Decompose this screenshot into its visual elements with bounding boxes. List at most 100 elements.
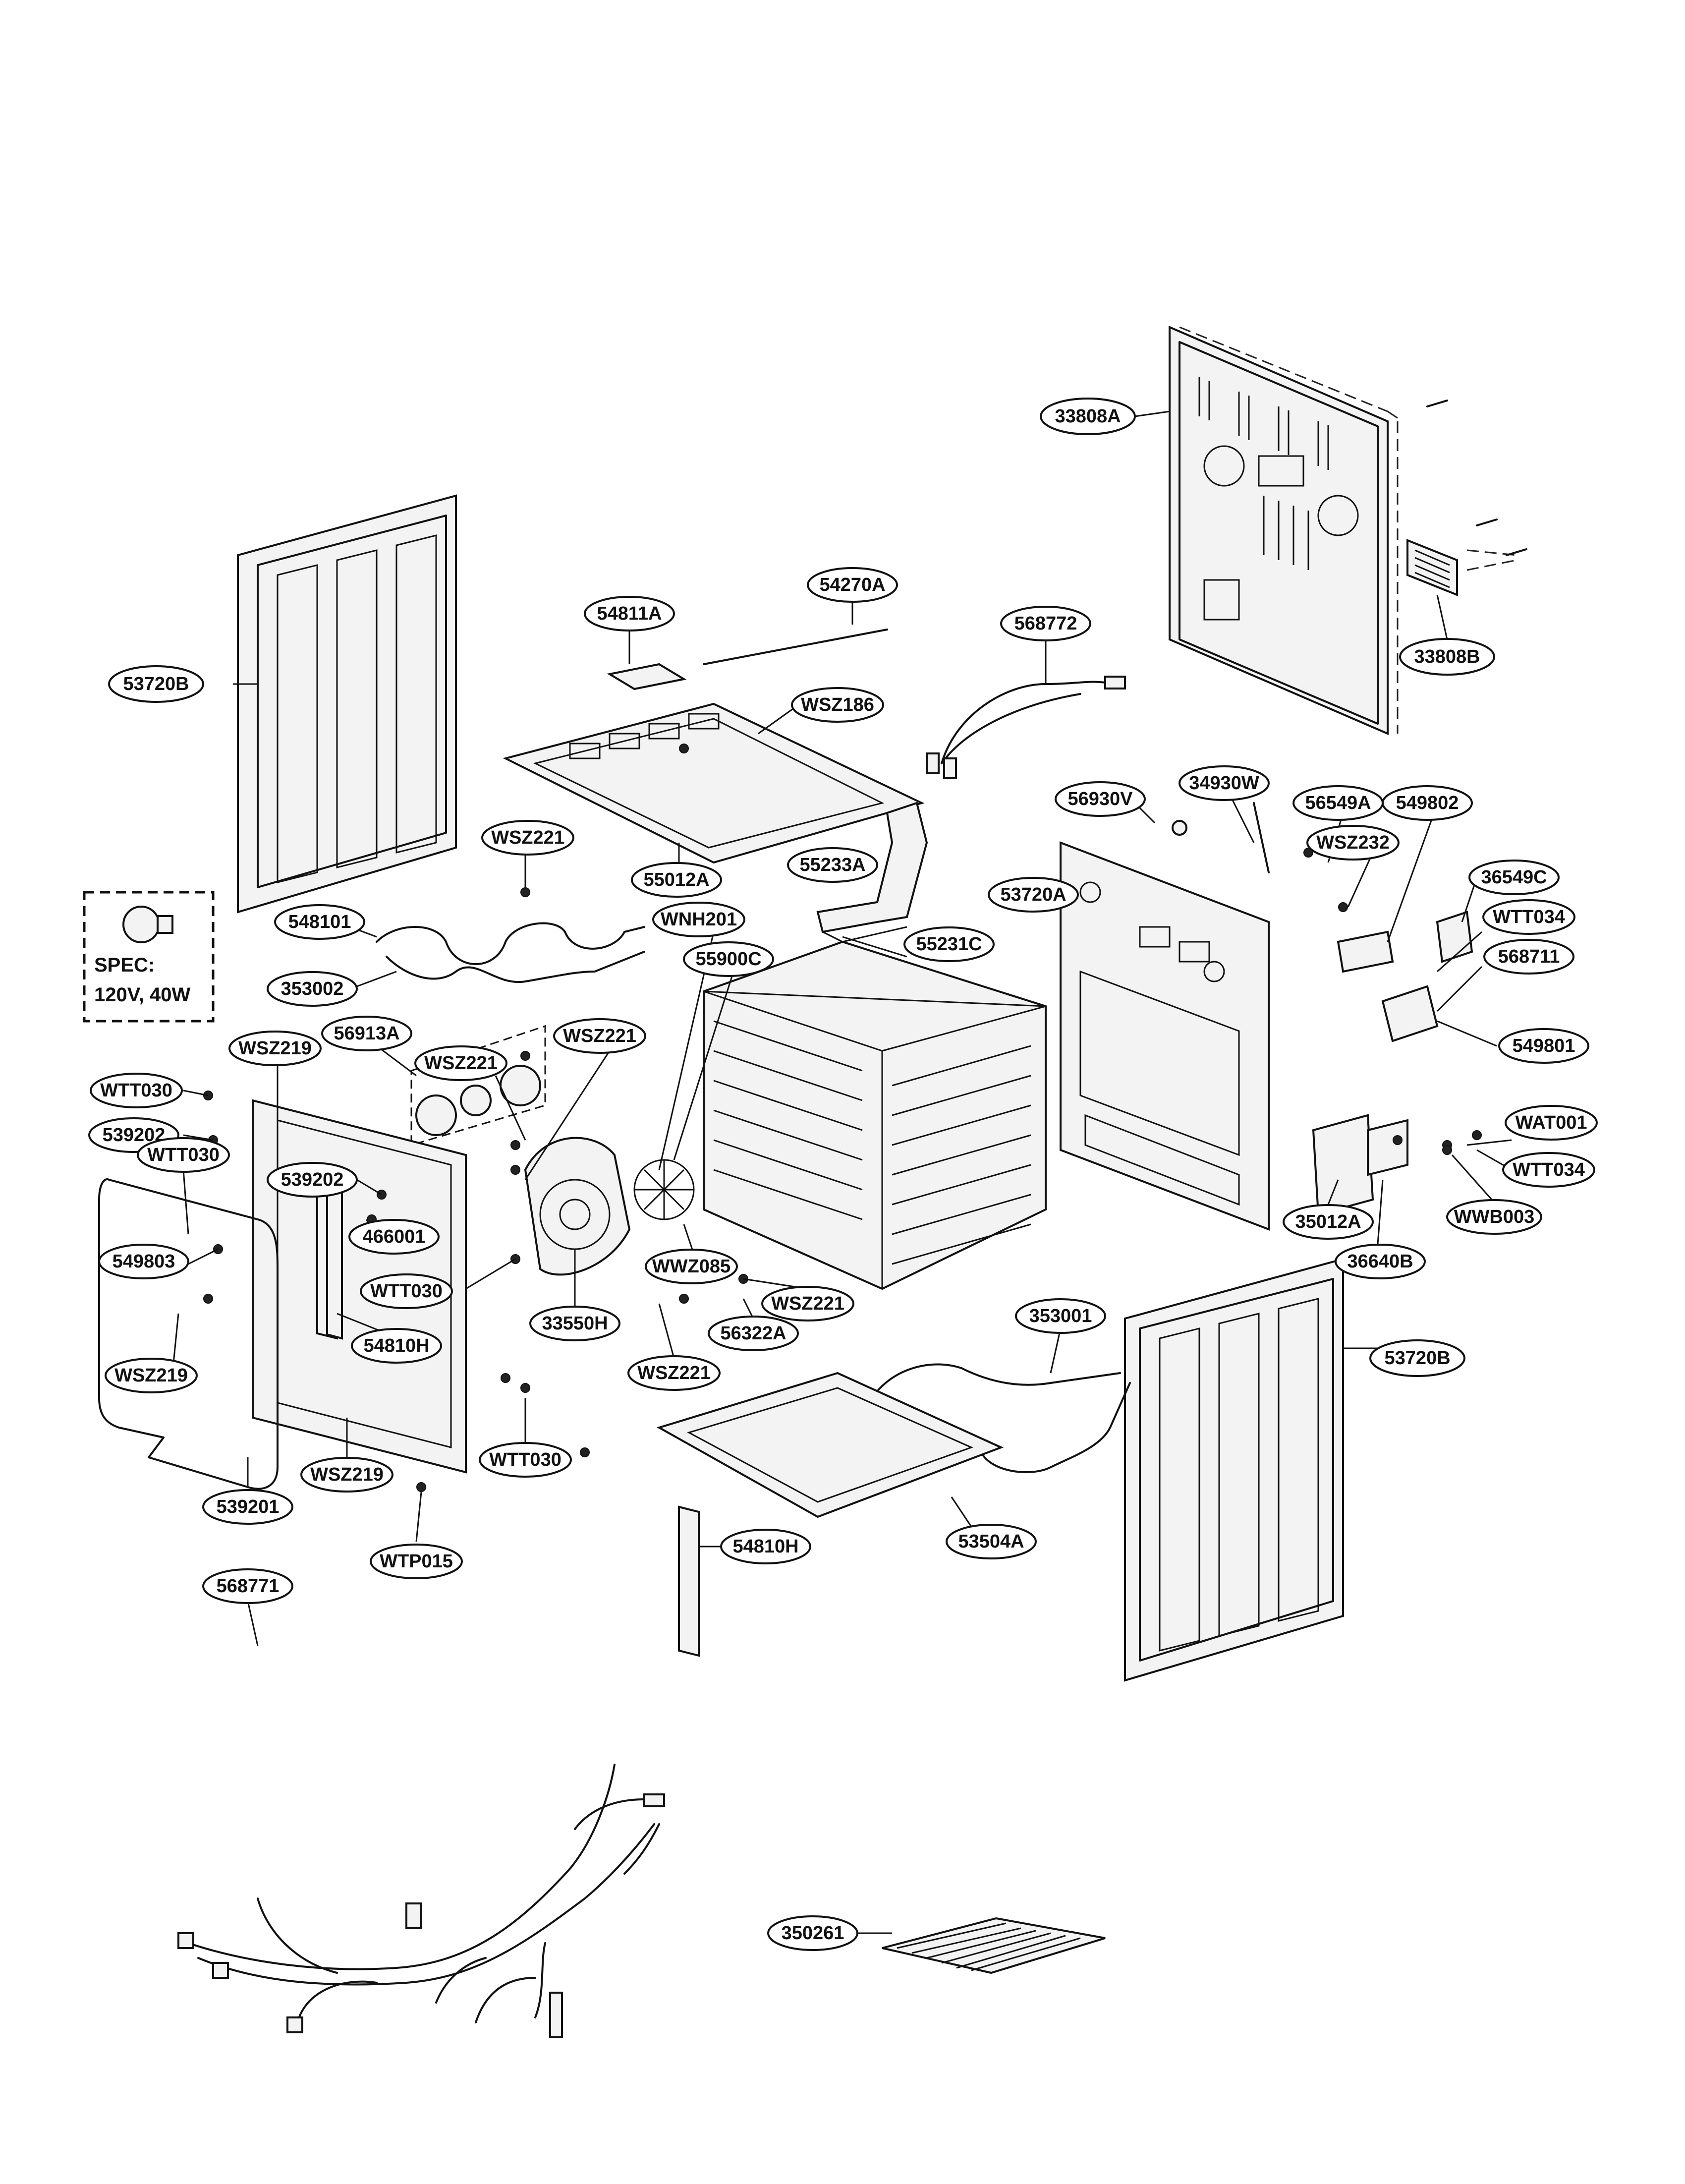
callout-wsz221-low1[interactable]: WSZ221 [761, 1286, 854, 1322]
callout-539201[interactable]: 539201 [202, 1489, 293, 1525]
callout-34930w[interactable]: 34930W [1179, 765, 1270, 801]
callout-353002[interactable]: 353002 [267, 971, 358, 1007]
callout-55012a[interactable]: 55012A [631, 862, 722, 898]
svg-text:WTT034: WTT034 [1493, 907, 1565, 927]
svg-text:WTT030: WTT030 [147, 1145, 220, 1165]
gasket-539201 [98, 1178, 279, 1490]
side-panel-right-53720b [1124, 1258, 1344, 1682]
callout-568771[interactable]: 568771 [202, 1568, 293, 1604]
callout-wsz221-mid1[interactable]: WSZ221 [414, 1045, 507, 1081]
callout-53720a[interactable]: 53720A [988, 877, 1079, 913]
front-frame-53720a [1060, 841, 1270, 1231]
callout-wat001[interactable]: WAT001 [1505, 1105, 1598, 1141]
callout-56322a[interactable]: 56322A [708, 1316, 799, 1351]
svg-text:353001: 353001 [1029, 1306, 1092, 1326]
svg-text:54811A: 54811A [597, 603, 662, 624]
callout-wtt034-top[interactable]: WTT034 [1482, 899, 1575, 935]
callout-54810h-1[interactable]: 54810H [351, 1328, 442, 1364]
control-components [1172, 802, 1473, 1216]
hinge-54810h-2 [678, 1505, 700, 1657]
svg-text:56549A: 56549A [1305, 793, 1371, 813]
wire-harness-568771 [177, 1764, 665, 2038]
svg-text:539202: 539202 [281, 1169, 344, 1190]
svg-text:55900C: 55900C [695, 949, 761, 970]
side-panel-left-53720b [237, 494, 457, 914]
callout-wwb003[interactable]: WWB003 [1446, 1199, 1542, 1235]
svg-text:466001: 466001 [363, 1226, 426, 1247]
spec-title: SPEC: [94, 954, 155, 976]
wire-568772 [941, 681, 1116, 764]
callout-54810h-2[interactable]: 54810H [720, 1529, 811, 1564]
callout-56930v[interactable]: 56930V [1055, 781, 1146, 817]
svg-text:568771: 568771 [217, 1576, 280, 1597]
callout-56913a[interactable]: 56913A [321, 1016, 412, 1051]
svg-text:549803: 549803 [112, 1251, 175, 1272]
svg-text:568711: 568711 [1498, 946, 1560, 967]
callout-568772[interactable]: 568772 [1000, 606, 1091, 641]
svg-text:WSZ232: WSZ232 [1316, 832, 1390, 853]
callout-55233a[interactable]: 55233A [787, 847, 878, 883]
callout-wnh201[interactable]: WNH201 [652, 902, 745, 937]
callout-wsz221-mid2[interactable]: WSZ221 [553, 1018, 646, 1054]
callout-53720b-right[interactable]: 53720B [1369, 1339, 1465, 1377]
callout-350261[interactable]: 350261 [767, 1915, 858, 1951]
callout-36640b[interactable]: 36640B [1335, 1244, 1426, 1279]
svg-text:WSZ221: WSZ221 [637, 1363, 711, 1383]
callout-53504a[interactable]: 53504A [946, 1524, 1037, 1559]
callout-wsz221-low2[interactable]: WSZ221 [627, 1355, 721, 1391]
callout-568711[interactable]: 568711 [1483, 939, 1574, 975]
callout-55231c[interactable]: 55231C [903, 926, 995, 962]
callout-539202-2[interactable]: 539202 [267, 1162, 358, 1198]
callout-36549c[interactable]: 36549C [1468, 860, 1560, 895]
callout-54811a[interactable]: 54811A [584, 596, 675, 632]
callout-35012a[interactable]: 35012A [1283, 1204, 1374, 1240]
svg-text:WTT030: WTT030 [489, 1449, 562, 1470]
callout-466001[interactable]: 466001 [348, 1219, 440, 1255]
svg-text:WWB003: WWB003 [1454, 1207, 1535, 1227]
callout-33550h[interactable]: 33550H [529, 1306, 620, 1341]
callout-wtp015[interactable]: WTP015 [370, 1544, 463, 1579]
callout-33808b[interactable]: 33808B [1399, 638, 1495, 676]
rod-54270a [703, 629, 888, 665]
svg-text:53720B: 53720B [1384, 1348, 1450, 1369]
svg-text:548101: 548101 [288, 912, 351, 932]
callout-55900c[interactable]: 55900C [683, 941, 774, 977]
callout-wsz221-top[interactable]: WSZ221 [481, 820, 574, 856]
svg-text:350261: 350261 [782, 1923, 844, 1944]
callout-539202-1[interactable]: 539202 [88, 1117, 179, 1153]
callout-wsz219-mid[interactable]: WSZ219 [105, 1358, 198, 1393]
callout-wtt030-1[interactable]: WTT030 [90, 1073, 183, 1108]
callout-549802[interactable]: 549802 [1382, 785, 1473, 821]
svg-text:353002: 353002 [281, 978, 344, 999]
callout-wtt030-2[interactable]: WTT030 [137, 1137, 230, 1173]
svg-text:33808B: 33808B [1414, 646, 1480, 667]
broil-element-353002 [376, 922, 645, 983]
callout-353001[interactable]: 353001 [1015, 1298, 1106, 1334]
callout-53720b-left[interactable]: 53720B [108, 665, 204, 703]
svg-text:WSZ186: WSZ186 [801, 694, 874, 715]
callout-56549a[interactable]: 56549A [1292, 785, 1384, 821]
svg-text:549801: 549801 [1513, 1035, 1575, 1056]
callout-54270a[interactable]: 54270A [807, 567, 898, 603]
callout-wtt030-3[interactable]: WTT030 [360, 1273, 453, 1309]
svg-text:36640B: 36640B [1347, 1251, 1413, 1272]
svg-text:WSZ219: WSZ219 [310, 1464, 384, 1485]
top-plate-55012a [503, 702, 925, 864]
callout-33808a[interactable]: 33808A [1040, 398, 1136, 435]
svg-text:33550H: 33550H [542, 1313, 608, 1334]
svg-text:539201: 539201 [217, 1496, 280, 1517]
callout-wsz219-low[interactable]: WSZ219 [300, 1457, 393, 1493]
callout-wsz186[interactable]: WSZ186 [791, 687, 884, 723]
svg-text:53504A: 53504A [958, 1531, 1024, 1552]
callout-549801[interactable]: 549801 [1498, 1028, 1589, 1064]
callout-wsz219-top[interactable]: WSZ219 [228, 1031, 322, 1066]
callout-548101[interactable]: 548101 [274, 904, 365, 940]
svg-text:WTT034: WTT034 [1513, 1159, 1585, 1180]
svg-text:549802: 549802 [1396, 793, 1459, 813]
callout-wwz085[interactable]: WWZ085 [645, 1249, 738, 1284]
callout-wtt030-4[interactable]: WTT030 [479, 1442, 572, 1478]
callout-wtt034-bottom[interactable]: WTT034 [1502, 1152, 1595, 1188]
callout-wsz232[interactable]: WSZ232 [1306, 825, 1400, 861]
callout-549803[interactable]: 549803 [98, 1244, 189, 1279]
